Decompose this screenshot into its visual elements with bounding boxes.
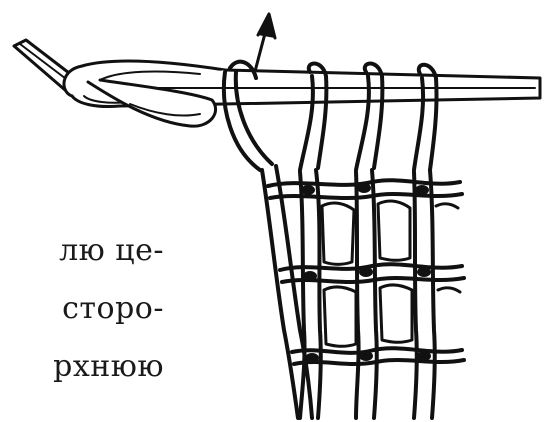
mesh-cells xyxy=(322,201,460,346)
crochet-hook xyxy=(14,40,540,107)
